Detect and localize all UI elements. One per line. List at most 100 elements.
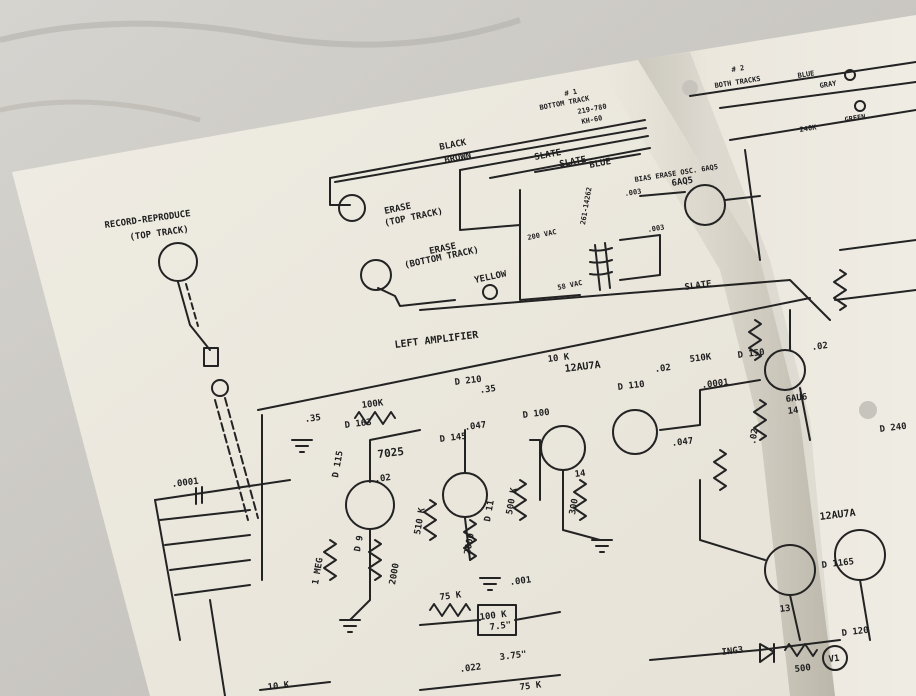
- label-coil-2: KH-60: [581, 114, 603, 126]
- speed-wire: [419, 611, 561, 626]
- resistor-right-3: [713, 449, 727, 491]
- slate-bus: [419, 279, 831, 321]
- switch-wire-3: [164, 534, 251, 546]
- label-300: 300: [568, 498, 581, 516]
- switch-wire-1: [154, 479, 291, 501]
- osc-wire-4: [639, 191, 761, 201]
- tube-wire-4: [659, 379, 761, 431]
- resistor-2000: [368, 539, 382, 581]
- wire-blue: [489, 147, 651, 179]
- label-blue-2: BLUE: [797, 69, 815, 80]
- wire-black: [329, 119, 646, 179]
- switch-wire-4: [169, 559, 251, 571]
- label-d120: D 120: [841, 626, 869, 639]
- resistor-500k: [513, 479, 527, 521]
- label-hash-1: # 1: [564, 88, 578, 98]
- wire-right-2: [719, 81, 916, 109]
- label-hash-2: # 2: [731, 64, 745, 74]
- label-500: 500: [794, 663, 811, 675]
- label-510k-b: 510K: [689, 352, 712, 365]
- label-047: .047: [464, 420, 487, 433]
- label-d9: D 9: [353, 535, 366, 553]
- tube-wire-6: [699, 479, 871, 641]
- label-green: GREEN: [844, 113, 866, 124]
- page-gutter: [600, 60, 835, 696]
- label-6au6: 6AU6: [785, 392, 808, 405]
- label-13: 13: [779, 604, 791, 615]
- label-003: .003: [624, 187, 642, 198]
- label-d115: D 115: [331, 450, 346, 478]
- record-head-cable-2: [185, 283, 199, 327]
- label-35: .35: [304, 413, 321, 425]
- label-d145: D 145: [439, 432, 467, 445]
- label-022: .022: [459, 662, 482, 675]
- label-12au7a-2: 12AU7A: [819, 508, 856, 523]
- label-0001: .0001: [171, 477, 199, 490]
- jack: [482, 284, 498, 300]
- erase-bottom-lead: [377, 287, 456, 307]
- binding-hole: [682, 80, 698, 96]
- ground-3: [291, 439, 313, 453]
- cap-0001: [195, 486, 203, 505]
- osc-wire-3: [619, 234, 661, 281]
- connector: [203, 347, 219, 367]
- label-d210: D 210: [454, 375, 482, 388]
- label-blue: BLUE: [589, 157, 612, 171]
- wire-top-right: [689, 61, 916, 97]
- right-page-wire: [744, 149, 916, 301]
- label-d150: D 150: [737, 348, 765, 361]
- label-240k: 240K: [799, 123, 818, 134]
- resistor-right-page: [833, 269, 847, 311]
- label-d1165: D 1165: [821, 557, 854, 571]
- resistor-1meg: [323, 539, 337, 581]
- resistor-2000-b: [463, 519, 477, 561]
- resistor-510k: [423, 499, 437, 541]
- label-d100: D 100: [522, 408, 550, 421]
- osc-wire: [459, 169, 521, 231]
- label-10k-bottom: 10 K: [267, 680, 290, 693]
- label-12au7a-1: 12AU7A: [564, 360, 601, 375]
- label-7025: 7025: [377, 445, 405, 461]
- label-6aq5: 6AQ5: [671, 176, 694, 189]
- label-ing3: ING3: [721, 645, 744, 658]
- erase-top-lead: [329, 177, 351, 206]
- ground-1: [339, 619, 361, 633]
- label-047-b: .047: [671, 436, 694, 449]
- tube-12au7a-b: [612, 409, 658, 455]
- label-75k-b: 75 K: [519, 680, 542, 693]
- label-510k: 510 K: [413, 507, 428, 536]
- label-slate-3: SLATE: [684, 279, 712, 293]
- label-gray: GRAY: [819, 79, 838, 90]
- diode-ing3: [759, 643, 775, 663]
- label-14-b: 14: [787, 406, 800, 417]
- switch-wire-5: [174, 584, 251, 596]
- label-14: 14: [574, 469, 587, 480]
- right-page: [638, 15, 916, 696]
- label-d11: D 11: [483, 499, 497, 522]
- left-page: [12, 60, 835, 696]
- label-02-d: .02: [811, 341, 828, 353]
- b-plus-bus: [257, 297, 811, 411]
- speed-resistor: [429, 603, 471, 617]
- coil-right: [844, 69, 856, 81]
- meter-v1: [822, 645, 848, 671]
- erase-bottom-head: [360, 259, 392, 291]
- binding-hole: [859, 401, 877, 419]
- wire-slate: [459, 135, 649, 171]
- cloth-fold: [0, 99, 201, 123]
- resistor-right-1: [748, 319, 762, 361]
- label-003b: .003: [647, 223, 665, 234]
- label-v1: V1: [828, 654, 840, 665]
- switch-wire-2: [159, 509, 251, 521]
- coil-right-2: [854, 100, 866, 112]
- wire-slate-2: [534, 153, 641, 173]
- wire-brown: [334, 127, 647, 183]
- label-speed-375: 3.75": [499, 650, 527, 663]
- label-10k: 10 K: [547, 352, 570, 365]
- tube-wire-1: [369, 429, 466, 483]
- label-2000: 2000: [388, 562, 402, 585]
- label-02: .02: [374, 473, 391, 485]
- label-500k: 500 K: [505, 487, 520, 516]
- switch-wire-6: [154, 499, 181, 641]
- label-35b: .35: [479, 384, 496, 396]
